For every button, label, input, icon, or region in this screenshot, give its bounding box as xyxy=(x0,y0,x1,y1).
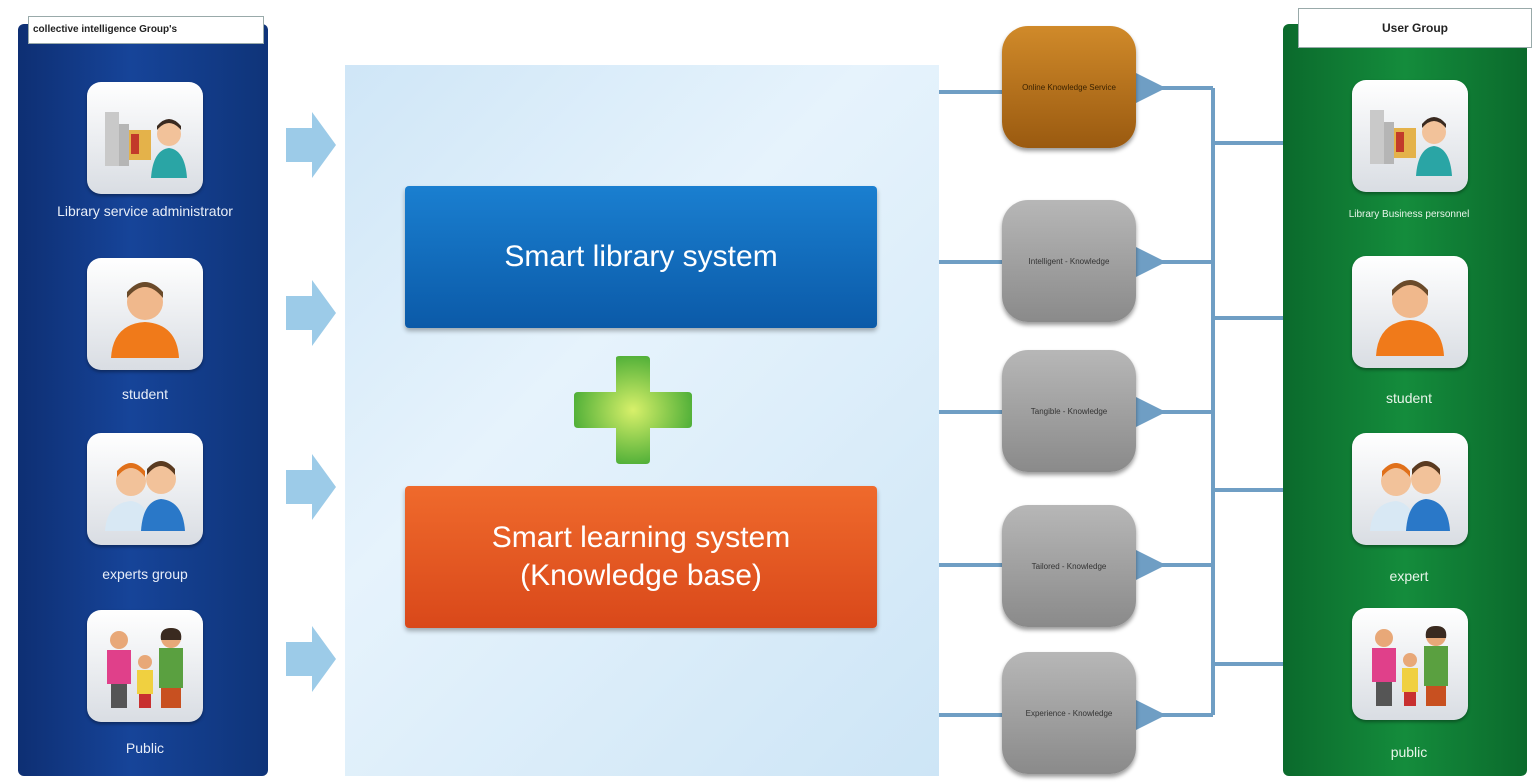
flow-arrow-icon xyxy=(286,454,336,520)
left-member-label: Library service administrator xyxy=(57,203,233,219)
right-group-title: User Group xyxy=(1298,8,1532,48)
experts-icon xyxy=(87,433,203,545)
student-icon xyxy=(87,258,203,370)
admin-icon xyxy=(1352,80,1468,192)
right-member-label: expert xyxy=(1389,568,1429,584)
smart-learning-sublabel: (Knowledge base) xyxy=(520,559,762,592)
tangible-knowledge-box: Tangible - Knowledge xyxy=(1002,350,1136,472)
intelligent-knowledge-box: Intelligent - Knowledge xyxy=(1002,200,1136,322)
admin-icon xyxy=(87,82,203,194)
flow-arrow-icon xyxy=(286,112,336,178)
student-icon xyxy=(1352,256,1468,368)
online-knowledge-service-box: Online Knowledge Service xyxy=(1002,26,1136,148)
smart-library-label: Smart library system xyxy=(504,240,778,273)
flow-arrow-icon xyxy=(286,280,336,346)
experience-knowledge-box: Experience - Knowledge xyxy=(1002,652,1136,774)
right-member-label: Library Business personnel xyxy=(1348,209,1470,220)
left-member-label: student xyxy=(122,386,168,402)
smart-learning-box: Smart learning system (Knowledge base) xyxy=(405,486,877,628)
left-member-label: experts group xyxy=(102,566,188,582)
experts-icon xyxy=(1352,433,1468,545)
right-member-label: public xyxy=(1390,744,1428,760)
smart-library-box: Smart library system xyxy=(405,186,877,328)
public-icon xyxy=(1352,608,1468,720)
left-member-label: Public xyxy=(125,740,165,756)
plus-icon xyxy=(574,356,692,464)
flow-arrow-icon xyxy=(286,626,336,692)
public-icon xyxy=(87,610,203,722)
smart-learning-label: Smart learning system xyxy=(491,521,791,554)
left-group-title: collective intelligence Group's xyxy=(28,16,264,44)
tailored-knowledge-box: Tailored - Knowledge xyxy=(1002,505,1136,627)
right-member-label: student xyxy=(1386,390,1432,406)
